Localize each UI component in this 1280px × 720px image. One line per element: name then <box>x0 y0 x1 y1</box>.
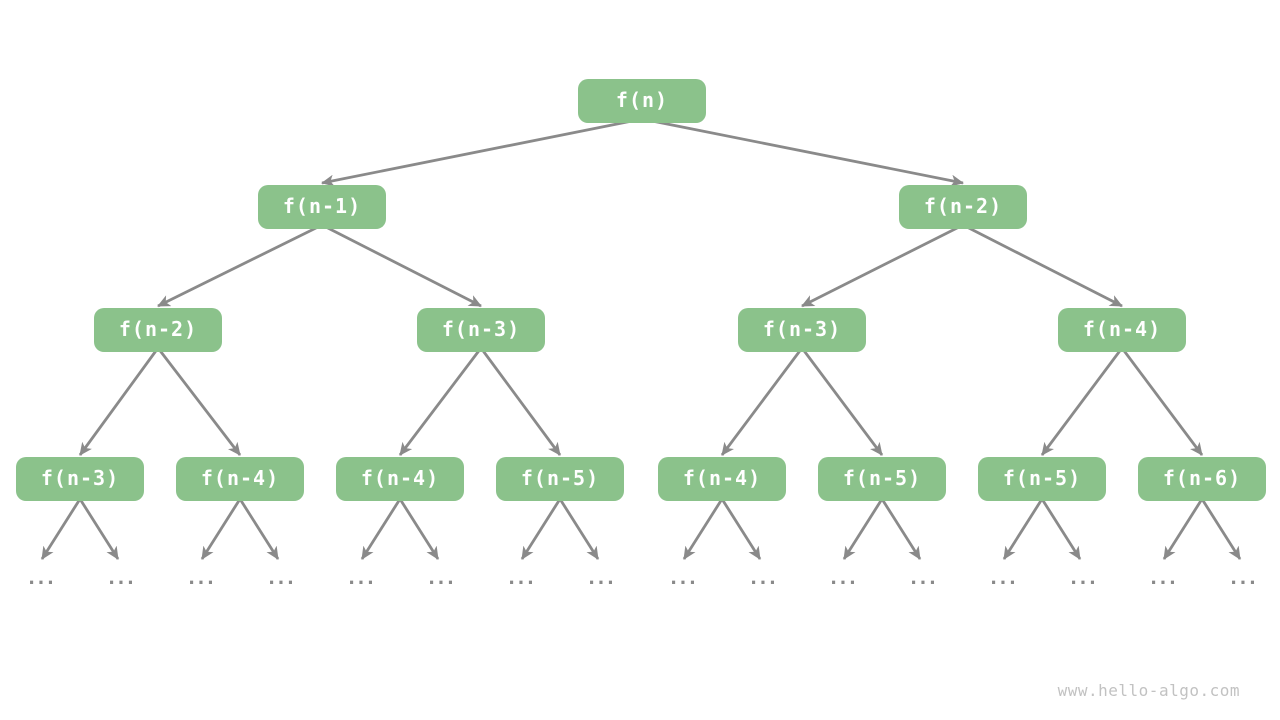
tree-node-label: f(n-5) <box>520 466 600 490</box>
tree-node: f(n-5) <box>496 457 624 501</box>
tree-node-label: f(n-5) <box>842 466 922 490</box>
ellipsis-leaf: ... <box>1067 567 1098 589</box>
tree-node: f(n-1) <box>258 185 386 229</box>
tree-node-label: f(n-4) <box>682 466 762 490</box>
tree-node: f(n-5) <box>818 457 946 501</box>
tree-node: f(n-2) <box>899 185 1027 229</box>
tree-node: f(n-6) <box>1138 457 1266 501</box>
ellipsis-leaf: ... <box>827 567 858 589</box>
ellipsis-leaf: ... <box>425 567 456 589</box>
tree-node: f(n-4) <box>658 457 786 501</box>
tree-node-label: f(n-2) <box>118 317 198 341</box>
tree-node: f(n-5) <box>978 457 1106 501</box>
tree-node: f(n-3) <box>738 308 866 352</box>
tree-node-label: f(n-3) <box>40 466 120 490</box>
tree-node-root: f(n) <box>578 79 706 123</box>
ellipsis-leaf: ... <box>105 567 136 589</box>
ellipsis-leaf: ... <box>1227 567 1258 589</box>
tree-node: f(n-3) <box>16 457 144 501</box>
tree-node-label: f(n-4) <box>360 466 440 490</box>
ellipsis-leaf: ... <box>25 567 56 589</box>
ellipsis-leaf: ... <box>585 567 616 589</box>
tree-node: f(n-2) <box>94 308 222 352</box>
tree-node-label: f(n-3) <box>762 317 842 341</box>
ellipsis-leaf: ... <box>667 567 698 589</box>
ellipsis-leaf: ... <box>505 567 536 589</box>
ellipsis-leaf: ... <box>907 567 938 589</box>
tree-node-label: f(n-2) <box>923 194 1003 218</box>
tree-node: f(n-4) <box>336 457 464 501</box>
ellipsis-leaf: ... <box>1147 567 1178 589</box>
tree-node-label: f(n-6) <box>1162 466 1242 490</box>
tree-node-label: f(n-3) <box>441 317 521 341</box>
tree-node-label: f(n) <box>615 88 669 112</box>
tree-node-label: f(n-4) <box>1082 317 1162 341</box>
tree-node-label: f(n-1) <box>282 194 362 218</box>
ellipsis-leaf: ... <box>747 567 778 589</box>
tree-node-label: f(n-5) <box>1002 466 1082 490</box>
tree-node: f(n-4) <box>176 457 304 501</box>
ellipsis-leaf: ... <box>265 567 296 589</box>
ellipsis-leaf: ... <box>987 567 1018 589</box>
watermark: www.hello-algo.com <box>1057 681 1240 700</box>
ellipsis-leaf: ... <box>345 567 376 589</box>
tree-node: f(n-4) <box>1058 308 1186 352</box>
ellipsis-leaf: ... <box>185 567 216 589</box>
tree-node-label: f(n-4) <box>200 466 280 490</box>
tree-node: f(n-3) <box>417 308 545 352</box>
